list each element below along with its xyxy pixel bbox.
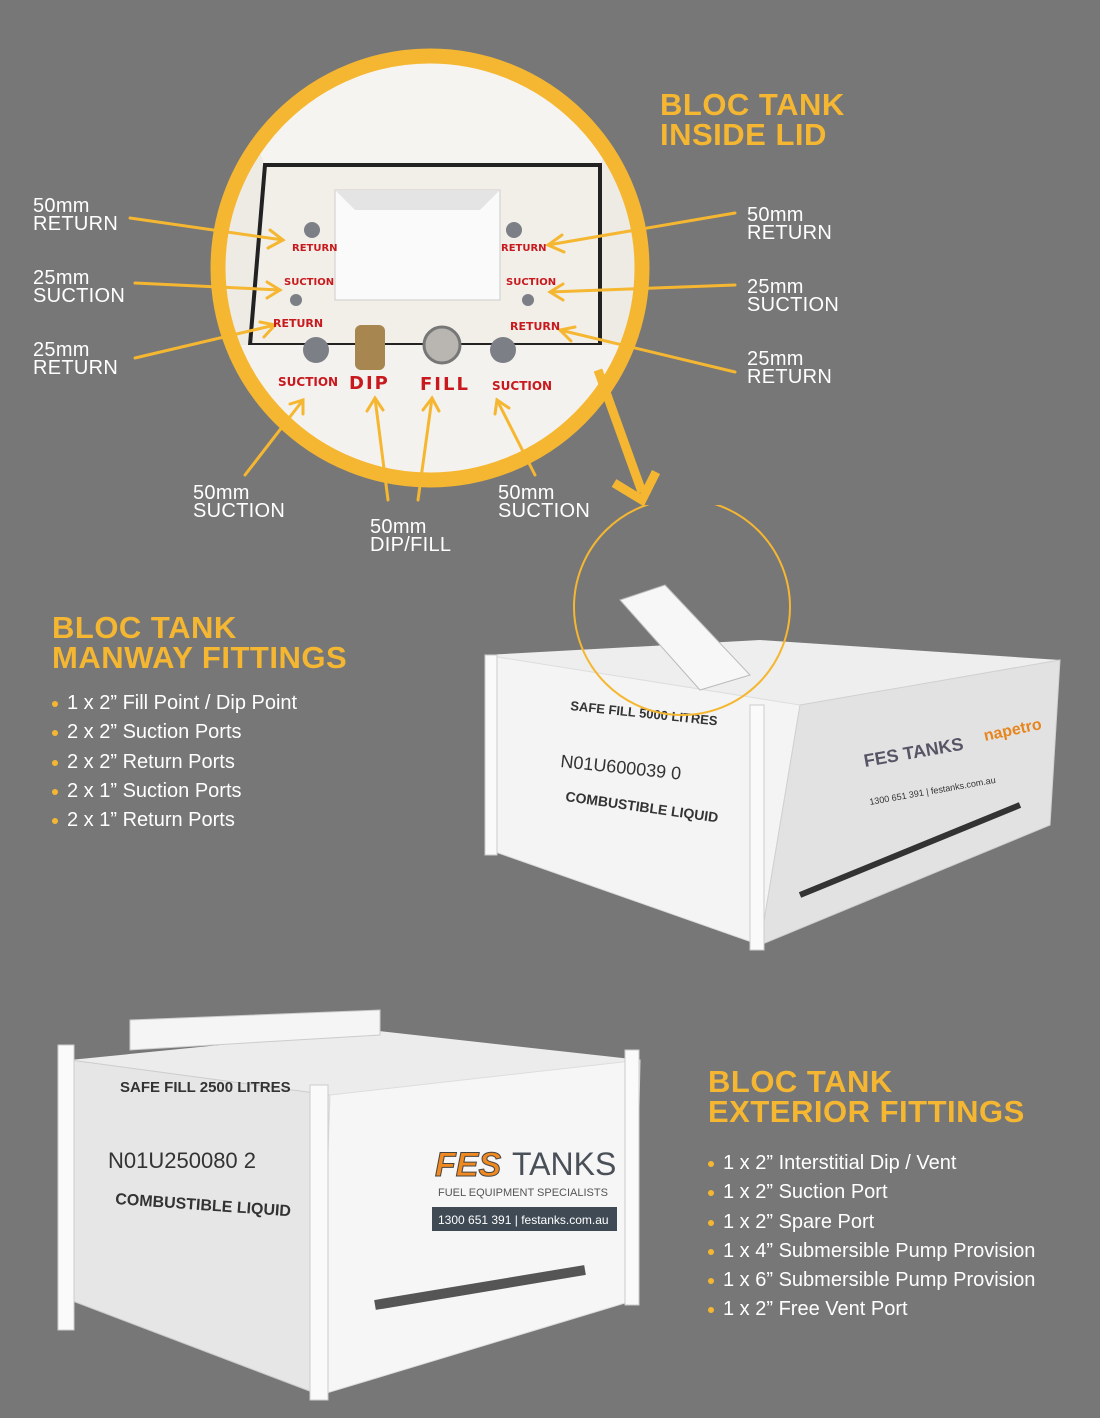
tank-code: N01U250080 2 <box>108 1148 256 1173</box>
lid-highlight-circle <box>573 505 791 716</box>
port-label: SUCTION <box>284 277 335 288</box>
list-item: 2 x 1” Return Ports <box>52 806 297 835</box>
list-item: 2 x 1” Suction Ports <box>52 777 297 806</box>
exterior-fittings-list: 1 x 2” Interstitial Dip / Vent 1 x 2” Su… <box>708 1149 1035 1325</box>
inside-lid-photo <box>218 56 642 480</box>
port-label: RETURN <box>273 317 324 330</box>
list-item: 1 x 2” Suction Port <box>708 1178 1035 1207</box>
list-item: 1 x 2” Spare Port <box>708 1208 1035 1237</box>
inside-lid-diagram <box>128 48 737 507</box>
svg-text:TANKS: TANKS <box>512 1146 616 1182</box>
list-item: 2 x 2” Return Ports <box>52 748 297 777</box>
svg-text:FUEL EQUIPMENT SPECIALISTS: FUEL EQUIPMENT SPECIALISTS <box>438 1187 608 1199</box>
list-item: 2 x 2” Suction Ports <box>52 718 297 747</box>
callout-arrows <box>128 211 737 502</box>
port-label: SUCTION <box>278 375 339 389</box>
port-label-dip: DIP <box>349 373 390 394</box>
safe-fill-label: SAFE FILL 2500 LITRES <box>120 1079 291 1096</box>
port-label: RETURN <box>510 320 561 333</box>
port-label: SUCTION <box>492 379 553 393</box>
port-label-fill: FILL <box>420 374 470 395</box>
contact-strip: 1300 651 391 | festanks.com.au <box>438 1213 609 1227</box>
list-item: 1 x 2” Fill Point / Dip Point <box>52 689 297 718</box>
port-label: RETURN <box>501 243 547 254</box>
list-item: 1 x 4” Submersible Pump Provision <box>708 1237 1035 1266</box>
list-item: 1 x 6” Submersible Pump Provision <box>708 1266 1035 1295</box>
tank-small-photo: SAFE FILL 2500 LITRES N01U250080 2 COMBU… <box>57 1009 641 1401</box>
big-arrow-icon <box>593 368 661 507</box>
manway-fittings-list: 1 x 2” Fill Point / Dip Point 2 x 2” Suc… <box>52 689 297 835</box>
list-item: 1 x 2” Free Vent Port <box>708 1295 1035 1324</box>
svg-text:FES: FES <box>435 1146 501 1184</box>
list-item: 1 x 2” Interstitial Dip / Vent <box>708 1149 1035 1178</box>
fes-tanks-logo: FES TANKS FUEL EQUIPMENT SPECIALISTS <box>435 1146 617 1200</box>
tank-large-photo: SAFE FILL 5000 LITRES N01U600039 0 COMBU… <box>484 505 1061 951</box>
port-label: RETURN <box>292 243 338 254</box>
highlight-ring <box>210 48 650 488</box>
port-label: SUCTION <box>506 277 557 288</box>
